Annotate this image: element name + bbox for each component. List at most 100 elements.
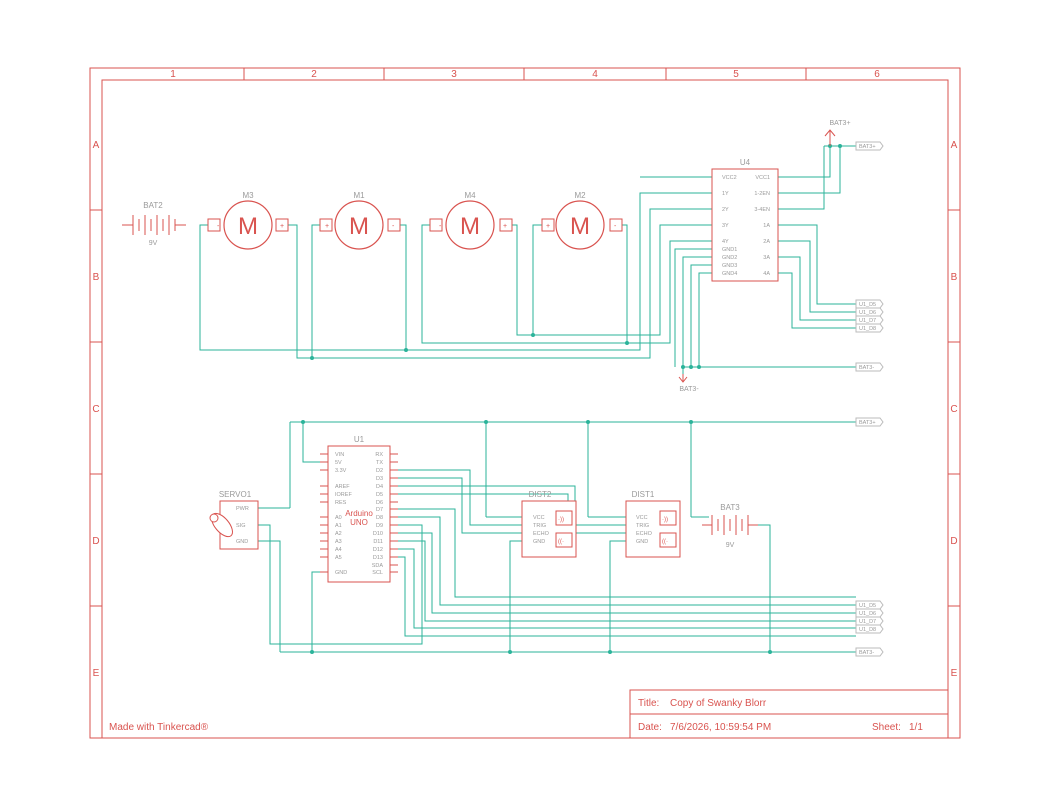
svg-text:·)): ·)) (662, 517, 668, 523)
motor-m2[interactable]: + - M M2 (541, 191, 623, 250)
pin-label: D2 (376, 468, 383, 474)
pin-label: ECHO (636, 531, 653, 537)
arduino-u1[interactable]: U1 Arduino UNO VIN 5V 3.3V AREF IOREF RE… (320, 435, 398, 583)
net-port-label: U1_D8 (859, 627, 876, 633)
pin-label: D5 (376, 492, 383, 498)
pin-label: D10 (373, 531, 383, 537)
pin-label: 4A (763, 271, 770, 277)
arrow-label: BAT3+ (829, 120, 850, 127)
motor-m3[interactable]: - + M M3 (207, 191, 289, 250)
net-port-label: BAT3+ (859, 144, 876, 150)
motor-glyph: M (349, 213, 369, 240)
pin-label: IOREF (335, 492, 352, 498)
sheet-label: Sheet: (872, 722, 901, 733)
pin-label: RES (335, 500, 347, 506)
bat2-ref: BAT2 (143, 201, 163, 210)
battery-bat3[interactable]: BAT3 9V (702, 503, 758, 549)
bat2-value: 9V (149, 240, 158, 247)
svg-text:+: + (325, 223, 329, 230)
motor-m4[interactable]: - + M M4 (429, 191, 513, 250)
ultrasonic-dist1[interactable]: ·)) ((· DIST1 VCC TRIG ECHO GND (625, 490, 681, 558)
sheet-frame (89, 67, 961, 739)
pin-label: RX (375, 452, 383, 458)
svg-text:-: - (217, 223, 220, 230)
motor-ref: M1 (353, 191, 365, 200)
svg-text:((·: ((· (662, 539, 668, 545)
row-label: D (950, 536, 957, 547)
pin-label: GND2 (722, 255, 737, 261)
column-label: 5 (733, 69, 739, 80)
net-ports-top: BAT3+ U1_D5 U1_D6 U1_D7 U1_D8 BAT3- (855, 141, 884, 372)
row-label: A (93, 140, 100, 151)
pin-label: D11 (373, 539, 383, 545)
svg-text:-: - (392, 223, 395, 230)
dist2-ref: DIST2 (529, 490, 552, 499)
row-label: D (92, 536, 99, 547)
frame-labels: 1 2 3 4 5 6 A B C D E A B C D E (92, 69, 957, 679)
pin-label: SCL (372, 570, 383, 576)
sheet-value: 1/1 (909, 722, 923, 733)
pin-label: D6 (376, 500, 383, 506)
row-label: A (951, 140, 958, 151)
pin-label: 3Y (722, 223, 729, 229)
pin-label: A3 (335, 539, 342, 545)
column-label: 2 (311, 69, 317, 80)
pin-label: D4 (376, 484, 383, 490)
driver-u4[interactable]: U4 VCC2 1Y 2Y 3Y 4Y GND1 GND2 GND3 GND4 … (711, 158, 779, 282)
pin-label: 1-2EN (754, 191, 770, 197)
pin-label: VIN (335, 452, 344, 458)
row-label: B (951, 272, 958, 283)
ultrasonic-dist2[interactable]: ·)) ((· DIST2 VCC TRIG ECHO GND (521, 490, 577, 558)
pin-label: 2A (763, 239, 770, 245)
title-label: Title: (638, 698, 659, 709)
net-port-label: U1_D5 (859, 302, 876, 308)
net-ports-bottom: BAT3+ U1_D5 U1_D6 U1_D7 U1_D8 BAT3- (855, 417, 884, 657)
power-arrow-bat3-plus: BAT3+ (824, 120, 851, 146)
pin-label: VCC1 (755, 175, 770, 181)
net-port-label: U1_D7 (859, 318, 876, 324)
pin-label: D3 (376, 476, 383, 482)
pin-label: GND (335, 570, 347, 576)
row-label: E (951, 668, 958, 679)
pin-label: PWR (236, 506, 249, 512)
pin-label: GND (236, 539, 248, 545)
column-label: 1 (170, 69, 176, 80)
pin-label: ECHO (533, 531, 550, 537)
column-label: 6 (874, 69, 880, 80)
title-value: Copy of Swanky Blorr (670, 698, 767, 709)
motor-glyph: M (570, 213, 590, 240)
svg-text:-: - (614, 223, 617, 230)
pin-label: GND (533, 539, 545, 545)
pin-label: GND4 (722, 271, 737, 277)
net-port-label: BAT3+ (859, 420, 876, 426)
row-label: C (950, 404, 957, 415)
net-port-label: U1_D7 (859, 619, 876, 625)
dist1-ref: DIST1 (632, 490, 655, 499)
ground-arrow-bat3-minus: BAT3- (678, 374, 699, 393)
net-port-label: U1_D6 (859, 310, 876, 316)
motor-m1[interactable]: + - M M1 (319, 191, 401, 250)
wires (199, 145, 856, 653)
pin-label: D8 (376, 515, 383, 521)
pin-label: D12 (373, 547, 383, 553)
servo-servo1[interactable]: SERVO1 PWR SIG GND (208, 490, 259, 550)
pin-label: 3-4EN (754, 207, 770, 213)
u1-ref: U1 (354, 435, 365, 444)
motor-glyph: M (238, 213, 258, 240)
battery-bat2[interactable]: BAT2 9V (122, 201, 186, 247)
svg-text:-: - (439, 223, 442, 230)
column-label: 4 (592, 69, 598, 80)
pin-label: A5 (335, 555, 342, 561)
svg-text:+: + (546, 223, 550, 230)
row-label: C (92, 404, 99, 415)
pin-label: 3.3V (335, 468, 347, 474)
pin-label: GND3 (722, 263, 737, 269)
bat3-value: 9V (726, 542, 735, 549)
row-label: E (93, 668, 100, 679)
pin-label: TX (376, 460, 383, 466)
net-port-label: BAT3- (859, 365, 874, 371)
junctions (301, 144, 842, 654)
pin-label: 1Y (722, 191, 729, 197)
motor-glyph: M (460, 213, 480, 240)
pin-label: VCC2 (722, 175, 737, 181)
